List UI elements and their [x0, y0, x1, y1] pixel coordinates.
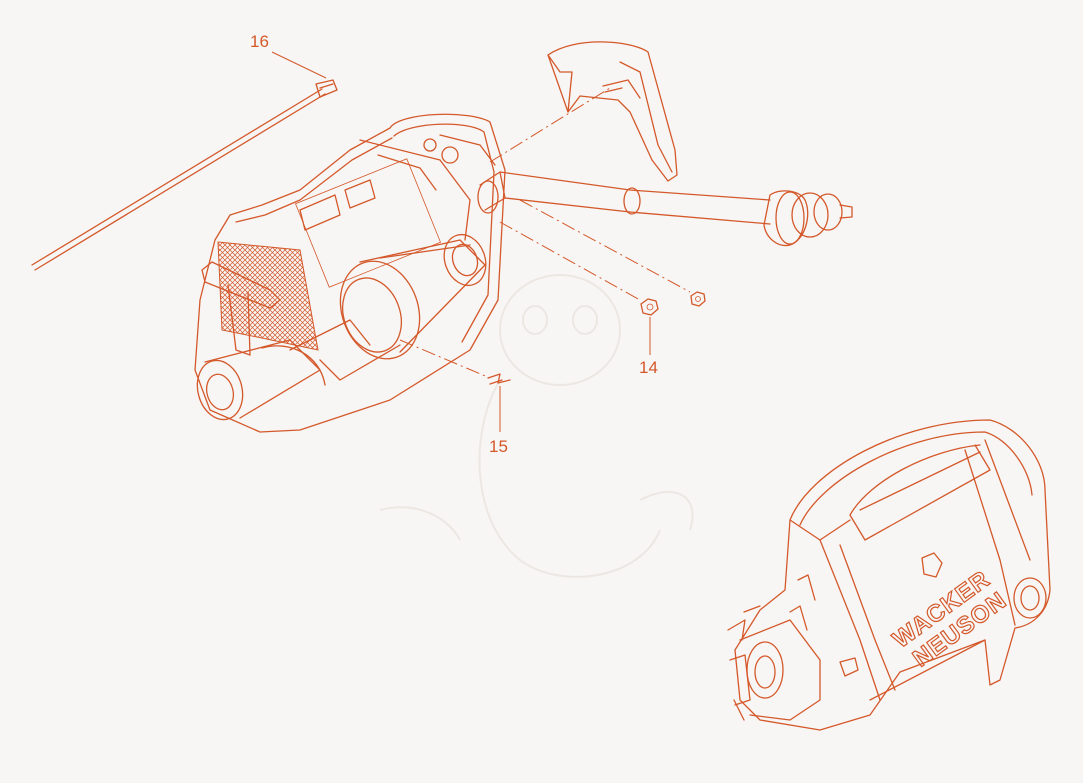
vent-grille: [217, 241, 319, 351]
assembly-lines: [399, 87, 691, 379]
motor-housing: [194, 113, 506, 433]
callout-15: 15: [489, 437, 508, 456]
part-15-clip: [487, 373, 511, 385]
callout-14: 14: [639, 358, 658, 377]
leader-16: [271, 51, 327, 79]
part-14-nuts: [640, 291, 706, 316]
watermark: [379, 274, 694, 578]
part-16-cable-tie: [31, 79, 338, 271]
handle-cover: [547, 41, 678, 182]
assembled-unit: WACKER NEUSON: [727, 419, 1051, 731]
callout-16: 16: [250, 32, 269, 51]
cable-shaft: [477, 171, 853, 247]
